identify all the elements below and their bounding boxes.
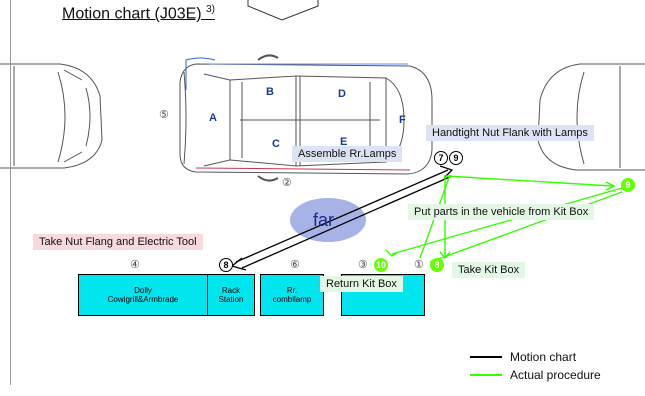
- step-9-green-marker: 9: [621, 178, 635, 192]
- step-8-marker: 8: [219, 258, 233, 272]
- legend-actual: Actual procedure: [470, 368, 601, 382]
- actual-procedure-arrows: [385, 174, 623, 263]
- diagram-title: Motion chart (J03E) 3): [62, 4, 215, 23]
- position-3: ③: [358, 259, 368, 271]
- car-right: [537, 63, 645, 171]
- legend-motion: Motion chart: [470, 350, 576, 364]
- area-f: F: [399, 114, 406, 126]
- car-center: [179, 54, 433, 182]
- area-c: C: [272, 138, 280, 150]
- position-6: ⑥: [290, 259, 300, 271]
- far-label: far: [313, 210, 335, 230]
- position-2: ②: [282, 177, 292, 189]
- step-8-green-marker: 8: [430, 258, 444, 272]
- position-1: ①: [414, 259, 424, 271]
- area-b: B: [266, 86, 274, 98]
- area-e: E: [340, 136, 348, 148]
- step-7-marker: 7: [434, 151, 448, 165]
- left-border: [10, 0, 11, 385]
- callout-handtight: Handtight Nut Flank with Lamps: [426, 125, 594, 141]
- step-10-green-marker: 10: [374, 258, 388, 272]
- callout-take-kit-box: Take Kit Box: [452, 262, 526, 278]
- callout-pointer: [247, 0, 319, 21]
- callout-return-kit-box: Return Kit Box: [320, 276, 403, 292]
- callout-take-nut: Take Nut Flang and Electric Tool: [33, 234, 203, 250]
- car-left: [0, 63, 103, 169]
- area-a: A: [209, 112, 217, 124]
- position-5: ⑤: [159, 109, 169, 121]
- step-9-marker: 9: [449, 151, 463, 165]
- legend-motion-swatch: [470, 356, 502, 358]
- station-combilamp: Rr.combilamp: [260, 274, 324, 316]
- area-d: D: [338, 88, 346, 100]
- legend-actual-swatch: [470, 374, 502, 376]
- callout-assemble: Assemble Rr.Lamps: [292, 146, 403, 162]
- callout-put-parts: Put parts in the vehicle from Kit Box: [408, 204, 595, 220]
- position-4: ④: [130, 259, 140, 271]
